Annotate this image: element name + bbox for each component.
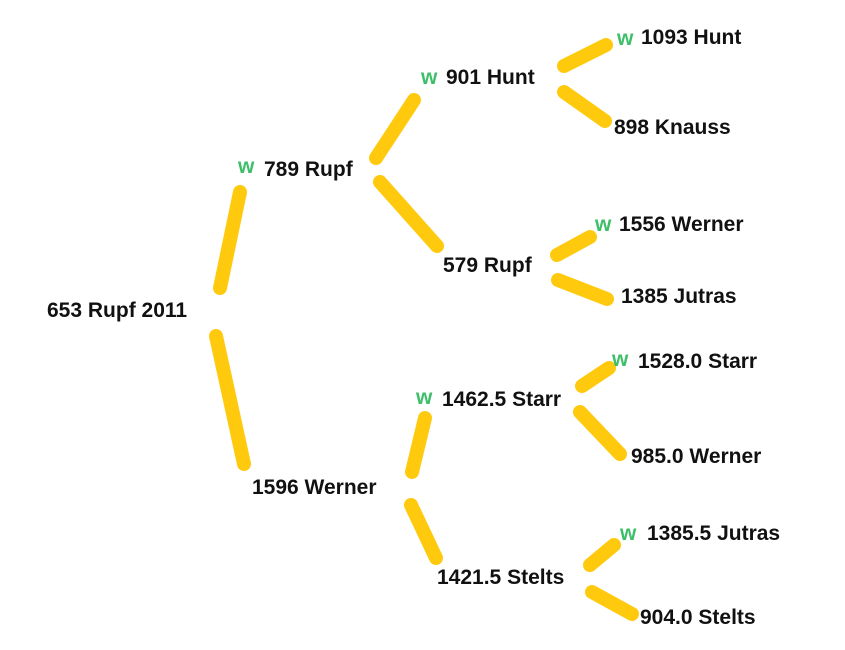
branch-1421-up xyxy=(583,538,621,572)
winner-mark: w xyxy=(416,386,433,409)
winner-mark: w xyxy=(612,348,629,371)
node-985-werner: 985.0 Werner xyxy=(631,445,762,468)
winner-mark: w xyxy=(620,522,637,545)
node-904-stelts: 904.0 Stelts xyxy=(640,606,756,629)
branch-1462-up xyxy=(575,361,616,393)
node-1421-stelts: 1421.5 Stelts xyxy=(437,566,565,589)
node-1093-hunt: 1093 Hunt xyxy=(641,26,742,49)
branch-789-up xyxy=(369,93,421,165)
winner-mark: w xyxy=(238,155,255,178)
node-1528-starr: 1528.0 Starr xyxy=(638,350,758,373)
branch-1462-down xyxy=(573,405,627,461)
winner-mark: w xyxy=(617,27,634,50)
node-789-rupf: 789 Rupf xyxy=(264,158,353,181)
branch-579-up xyxy=(550,230,597,262)
node-root: 653 Rupf 2011 xyxy=(47,299,188,322)
branch-root-down xyxy=(209,329,251,471)
branch-1596-up xyxy=(405,411,432,479)
branch-1421-down xyxy=(585,585,639,621)
node-898-knauss: 898 Knauss xyxy=(614,116,731,139)
branch-901-up xyxy=(557,38,613,73)
node-1385-jutras: 1385 Jutras xyxy=(621,285,737,308)
node-579-rupf: 579 Rupf xyxy=(443,254,532,277)
node-1596-werner: 1596 Werner xyxy=(252,476,377,499)
winner-mark: w xyxy=(595,213,612,236)
branch-789-down xyxy=(373,175,444,253)
winner-mark: w xyxy=(421,66,438,89)
branch-579-down xyxy=(551,273,614,306)
node-1385-5-jutras: 1385.5 Jutras xyxy=(647,522,781,545)
node-901-hunt: 901 Hunt xyxy=(446,66,535,89)
node-1462-starr: 1462.5 Starr xyxy=(442,388,562,411)
branch-root-up xyxy=(213,185,247,295)
branch-901-down xyxy=(557,85,612,128)
node-1556-werner: 1556 Werner xyxy=(619,213,744,236)
branch-1596-down xyxy=(404,498,443,565)
